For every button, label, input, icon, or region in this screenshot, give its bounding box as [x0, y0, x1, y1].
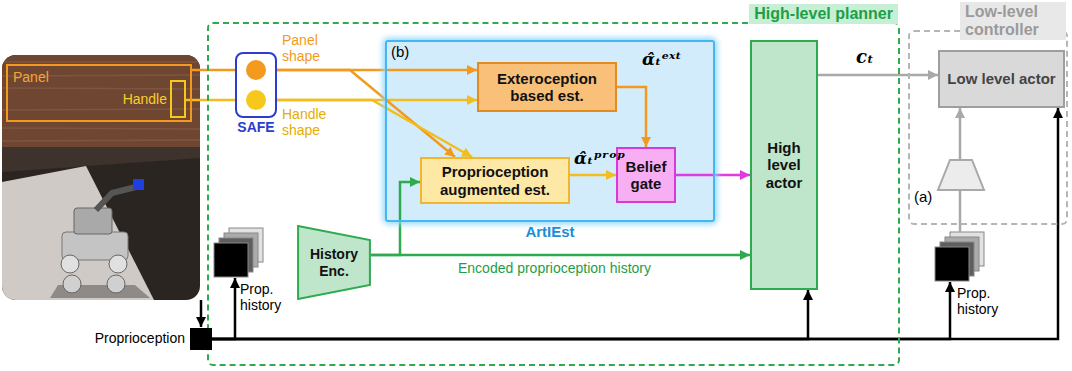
connector [277, 70, 455, 157]
box-label: Proprioception augmented est. [426, 163, 564, 198]
connector [818, 74, 938, 77]
encoder-symbol [938, 160, 984, 190]
region-heading: Low-level controller [960, 2, 1066, 40]
history-stack-symbol [935, 232, 984, 281]
callout-label: (a) [914, 188, 932, 205]
edge-label: α̂ₜᵉˣᵗ [642, 50, 682, 70]
trapezoid-shape [298, 226, 370, 299]
connector [212, 278, 235, 339]
history-stack: Prop. history [214, 228, 264, 278]
box-label: Low level actor [947, 70, 1055, 87]
connector [676, 174, 750, 177]
process-box: Exteroception based est. [477, 62, 617, 112]
connector [371, 182, 420, 255]
signal-label: Prop. history [240, 281, 300, 313]
planner-region: High-level plannerSAFEArtIEstExterocepti… [207, 22, 900, 366]
region-heading: High-level planner [749, 4, 898, 24]
connector [192, 69, 235, 72]
callout-label: (b) [391, 43, 409, 60]
process-box: Proprioception augmented est. [420, 157, 570, 204]
box-label: High level actor [756, 139, 812, 191]
estimator-fill [385, 40, 715, 222]
safe-module: SAFE [235, 52, 277, 118]
sensing-arrow [200, 300, 203, 327]
edge-label: Panel shape [282, 32, 338, 64]
connector [617, 87, 646, 147]
connector [570, 174, 616, 177]
module-label: ArtIEst [525, 223, 574, 240]
connector [371, 254, 750, 257]
signal-label: Prop. history [957, 285, 1017, 317]
panel-outline: PanelHandle [6, 64, 192, 122]
box-label: History Enc. [301, 246, 367, 278]
sensor-square: Proprioception [190, 328, 212, 350]
edge-label: Encoded proprioception history [458, 260, 651, 276]
connector [186, 99, 235, 102]
edge-label: cₜ [856, 47, 874, 68]
edge-label: Handle shape [282, 106, 338, 138]
connector [277, 100, 472, 157]
module-label: SAFE [237, 119, 274, 135]
part-label: Panel [13, 69, 49, 85]
actor-box: High level actor [750, 40, 818, 290]
box-label: Belief gate [622, 158, 670, 193]
edge-label: α̂ₜᵖʳᵒᵖ [574, 149, 625, 169]
box-label: Exteroception based est. [483, 70, 611, 105]
history-stack-symbol [214, 228, 263, 277]
part-label: Handle [123, 91, 167, 107]
actor-box: Low level actor [938, 50, 1065, 108]
robot-scene [2, 55, 200, 300]
handle-outline: Handle [170, 80, 186, 118]
history-stack: Prop. history [935, 232, 985, 282]
handle-feature-dot [246, 90, 266, 110]
signal-label: Proprioception [95, 330, 185, 346]
panel-feature-dot [246, 60, 266, 80]
encoder-trapezoid: History Enc. [297, 225, 371, 300]
